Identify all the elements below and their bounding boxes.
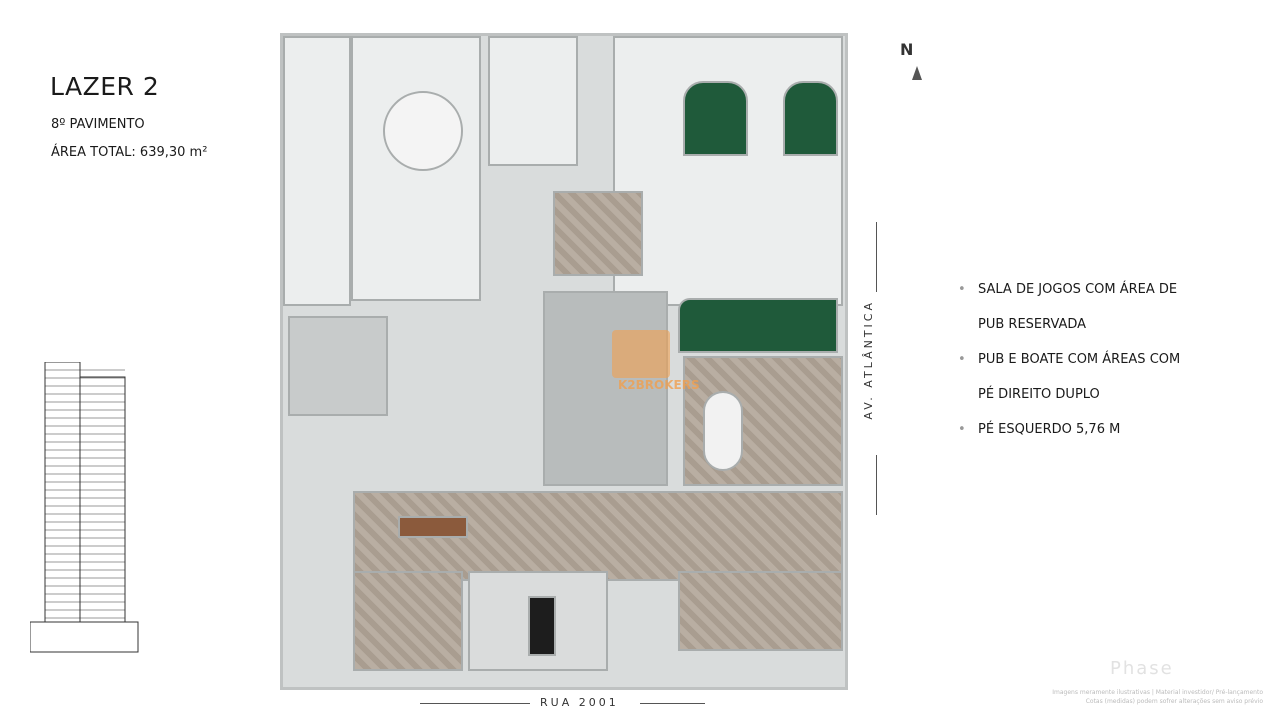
green-booth (783, 81, 838, 156)
pub-area (613, 36, 843, 306)
street-label: RUA 2001 (540, 696, 619, 709)
tower-elevation-icon (30, 362, 139, 653)
feature-item: PUB E BOATE COM ÁREAS COM (958, 342, 1180, 377)
feature-item: SALA DE JOGOS COM ÁREA DE (958, 272, 1180, 307)
green-booth (683, 81, 748, 156)
avenue-label: AV. ATLÂNTICA (862, 300, 875, 420)
disclaimer: Imagens meramente ilustrativas | Materia… (1033, 688, 1263, 706)
north-indicator: N (900, 40, 914, 59)
brand-logo: Phase (1110, 658, 1174, 679)
stairwell (288, 316, 388, 416)
area-label: ÁREA TOTAL: 639,30 m² (51, 145, 208, 160)
lounge-rug (553, 191, 643, 276)
north-arrow-icon (912, 66, 922, 80)
oval-table (703, 391, 743, 471)
floor-plan (280, 33, 848, 690)
elevator-core (543, 291, 668, 486)
lounge-sofas (353, 571, 463, 671)
watermark-logo (612, 330, 670, 378)
divider (876, 222, 877, 292)
feature-list: SALA DE JOGOS COM ÁREA DE PUB RESERVADA … (958, 272, 1180, 447)
divider (876, 455, 877, 515)
divider (420, 703, 530, 704)
floor-label: 8º PAVIMENTO (51, 117, 145, 132)
page-title: LAZER 2 (50, 72, 160, 101)
disclaimer-line: Cotas (medidas) podem sofrer alterações … (1085, 698, 1263, 705)
disclaimer-line: Imagens meramente ilustrativas | Materia… (1052, 689, 1263, 696)
watermark-text: K2BROKERS (618, 378, 700, 392)
bar-area (488, 36, 578, 166)
bar-table (398, 516, 468, 538)
feature-item: PUB RESERVADA (978, 317, 1087, 332)
divider (640, 703, 705, 704)
feature-item: PÉ DIREITO DUPLO (978, 387, 1100, 402)
pool-table (528, 596, 556, 656)
green-bar-counter (678, 298, 838, 353)
dining-corner (678, 571, 843, 651)
feature-item: PÉ ESQUERDO 5,76 M (958, 412, 1180, 447)
round-game-table (383, 91, 463, 171)
corridor-west (283, 36, 351, 306)
